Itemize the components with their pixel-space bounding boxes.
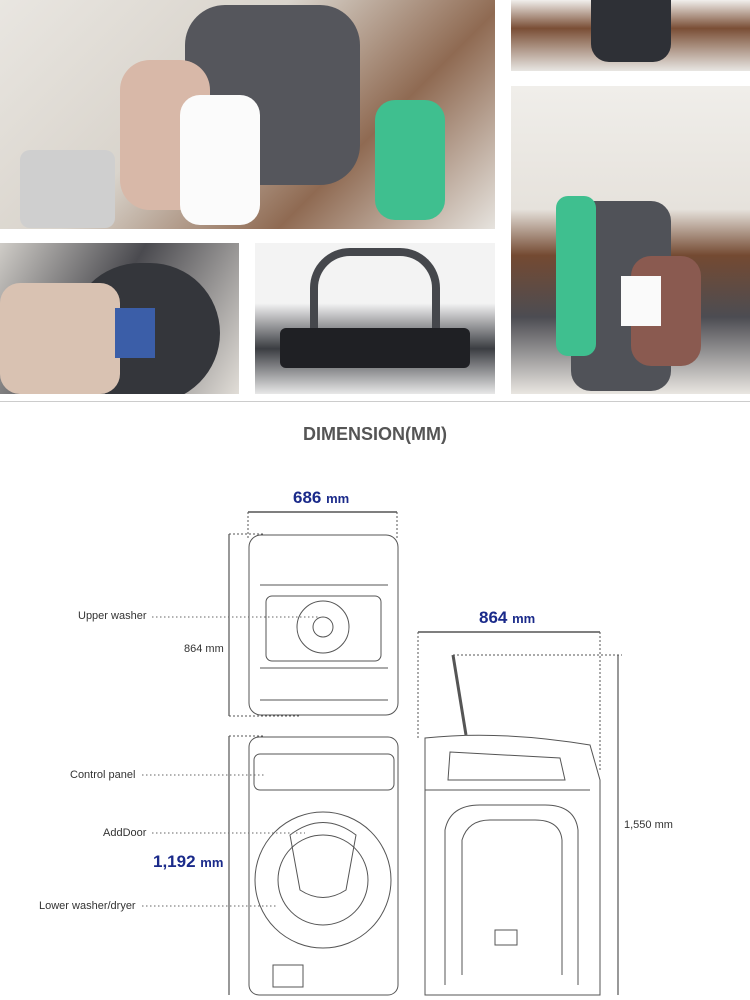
photo-upper-control-panel bbox=[255, 243, 495, 394]
upper-height-label: 864 mm bbox=[184, 643, 224, 655]
callout-adddoor: AddDoor bbox=[103, 827, 147, 839]
section-title: DIMENSION(MM) bbox=[303, 424, 447, 444]
lower-height-label: 1,192 mm bbox=[153, 852, 224, 871]
section-divider bbox=[0, 401, 750, 402]
callout-lower-washer-dryer: Lower washer/dryer bbox=[39, 900, 136, 912]
upper-washer-drawing bbox=[248, 534, 399, 716]
width-dimension-label: 686 mm bbox=[293, 488, 350, 507]
side-view-drawing bbox=[424, 734, 601, 996]
photo-family-stacked-use bbox=[511, 86, 750, 394]
callout-upper-washer: Upper washer bbox=[78, 610, 147, 622]
photo-family-loading-washer bbox=[0, 0, 495, 229]
lower-washer-drawing bbox=[248, 736, 399, 996]
callout-control-panel: Control panel bbox=[70, 769, 136, 781]
total-height-label: 1,550 mm bbox=[624, 819, 673, 831]
depth-dimension-label: 864 mm bbox=[479, 608, 536, 627]
photo-washer-closeup bbox=[511, 0, 750, 71]
photo-adddoor-use bbox=[0, 243, 239, 394]
